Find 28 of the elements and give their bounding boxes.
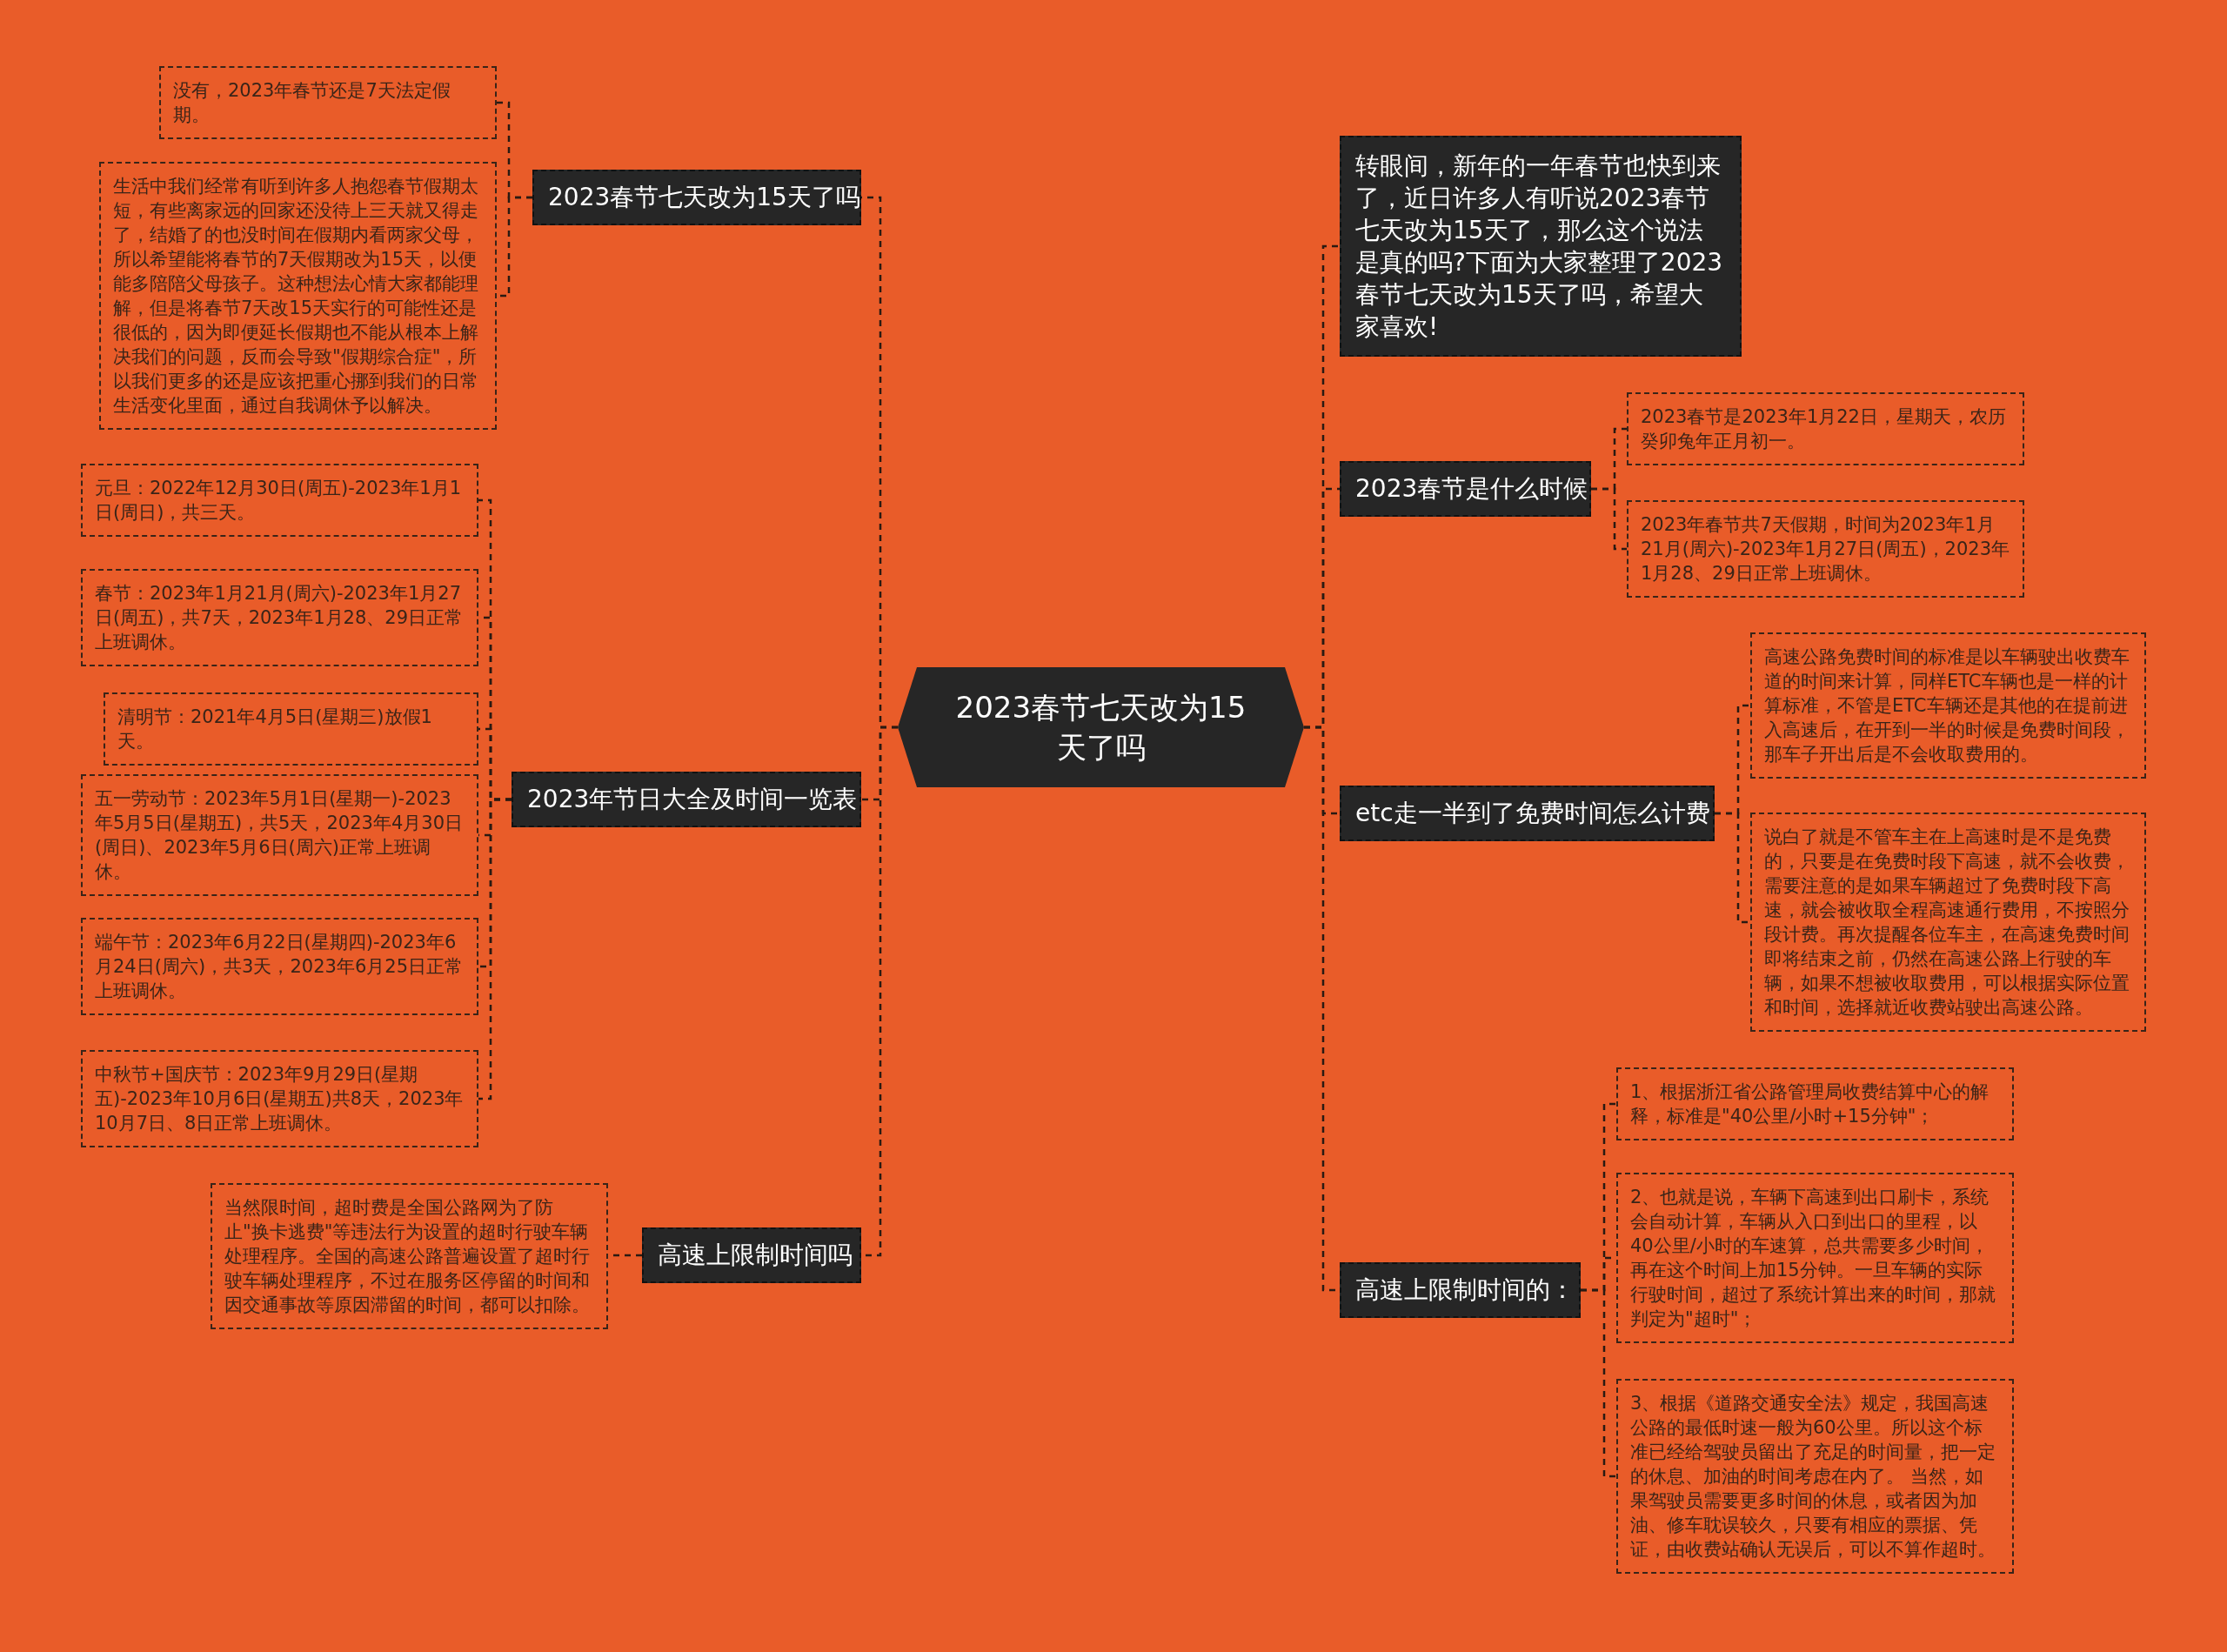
central-topic: 2023春节七天改为15天了吗 xyxy=(898,667,1304,787)
note-box: 元旦：2022年12月30日(周五)-2023年1月1日(周日)，共三天。 xyxy=(81,464,478,537)
note-box: 1、根据浙江省公路管理局收费结算中心的解释，标准是"40公里/小时+15分钟"； xyxy=(1616,1067,2014,1140)
note-box: 生活中我们经常有听到许多人抱怨春节假期太短，有些离家远的回家还没待上三天就又得走了，结婚了的也没时间在假期内看两家父母，所以希望能将春节的7天假期改为15天，以便能多陪陪父母孩子。这种想法心情大家都能理解，但是将春节7天改15天实行的可能性还是很低的，因为即便延长假期也不能从根本上解决我们的问题，反而会导致"假期综合症"，所以我们更多的还是应该把重心挪到我们的日常生活变化里面，通过自我调休予以解决。 xyxy=(99,162,497,430)
note-box: 说白了就是不管车主在上高速时是不是免费的，只要是在免费时段下高速，就不会收费，需要注意的是如果车辆超过了免费时段下高速，就会被收取全程高速通行费用，不按照分段计费。再次提醒各位车主，在高速免费时间即将结束之前，仍然在高速公路上行驶的车辆，如果不想被收取费用，可以根据实际位置和时间，选择就近收费站驶出高速公路。 xyxy=(1750,813,2146,1032)
note-box: 五一劳动节：2023年5月1日(星期一)-2023年5月5日(星期五)，共5天，2023年4月30日(周日)、2023年5月6日(周六)正常上班调休。 xyxy=(81,774,478,896)
topic-box: etc走一半到了免费时间怎么计费 xyxy=(1340,786,1715,841)
note-box: 中秋节+国庆节：2023年9月29日(星期五)-2023年10月6日(星期五)共8天，2023年10月7日、8日正常上班调休。 xyxy=(81,1050,478,1147)
note-box: 春节：2023年1月21月(周六)-2023年1月27日(周五)，共7天，2023年1月28、29日正常上班调休。 xyxy=(81,569,478,666)
topic-box: 2023春节七天改为15天了吗 xyxy=(532,170,861,225)
topic-box: 高速上限制时间吗 xyxy=(642,1227,861,1283)
note-box: 2、也就是说，车辆下高速到出口刷卡，系统会自动计算，车辆从入口到出口的里程，以40公里/小时的车速算，总共需要多少时间，再在这个时间上加15分钟。一旦车辆的实际行驶时间，超过了系统计算出来的时间，那就判定为"超时"； xyxy=(1616,1173,2014,1343)
connector-line xyxy=(1715,812,1750,924)
topic-box: 高速上限制时间的： xyxy=(1340,1262,1581,1318)
note-box: 没有，2023年春节还是7天法定假期。 xyxy=(159,66,497,139)
connector-line xyxy=(478,798,512,1100)
topic-box: 2023春节是什么时候 xyxy=(1340,461,1591,517)
connector-line xyxy=(1591,487,1627,551)
connector-line xyxy=(1581,1288,1616,1478)
intro-box: 转眼间，新年的一年春节也快到来了，近日许多人有听说2023春节七天改为15天了，那么这个说法是真的吗?下面为大家整理了2023春节七天改为15天了吗，希望大家喜欢! xyxy=(1340,136,1742,357)
note-box: 当然限时间，超时费是全国公路网为了防止"换卡逃费"等违法行为设置的超时行驶车辆处理程序。全国的高速公路普遍设置了超时行驶车辆处理程序，不过在服务区停留的时间和因交通事故等原因滞留的时间，都可以扣除。 xyxy=(211,1183,608,1329)
topic-box: 2023年节日大全及时间一览表 xyxy=(512,772,861,827)
note-box: 2023春节是2023年1月22日，星期天，农历癸卯兔年正月初一。 xyxy=(1627,392,2024,465)
note-box: 3、根据《道路交通安全法》规定，我国高速公路的最低时速一般为60公里。所以这个标准已经给驾驶员留出了充足的时间量，把一定的休息、加油的时间考虑在内了。 当然，如果驾驶员需要更多时间的休息，或者因为加油、修车耽误较久，只要有相应的票据、凭证，由收费站确认无误后，可以不算作超时。 xyxy=(1616,1379,2014,1574)
note-box: 端午节：2023年6月22日(星期四)-2023年6月24日(周六)，共3天，2023年6月25日正常上班调休。 xyxy=(81,918,478,1015)
note-box: 高速公路免费时间的标准是以车辆驶出收费车道的时间来计算，同样ETC车辆也是一样的计算标准，不管是ETC车辆还是其他的在提前进入高速后，在开到一半的时候是免费时间段，那车子开出后是不会收取费用的。 xyxy=(1750,632,2146,779)
note-box: 2023年春节共7天假期，时间为2023年1月21月(周六)-2023年1月27日(周五)，2023年1月28、29日正常上班调休。 xyxy=(1627,500,2024,598)
note-box: 清明节：2021年4月5日(星期三)放假1天。 xyxy=(104,692,478,766)
